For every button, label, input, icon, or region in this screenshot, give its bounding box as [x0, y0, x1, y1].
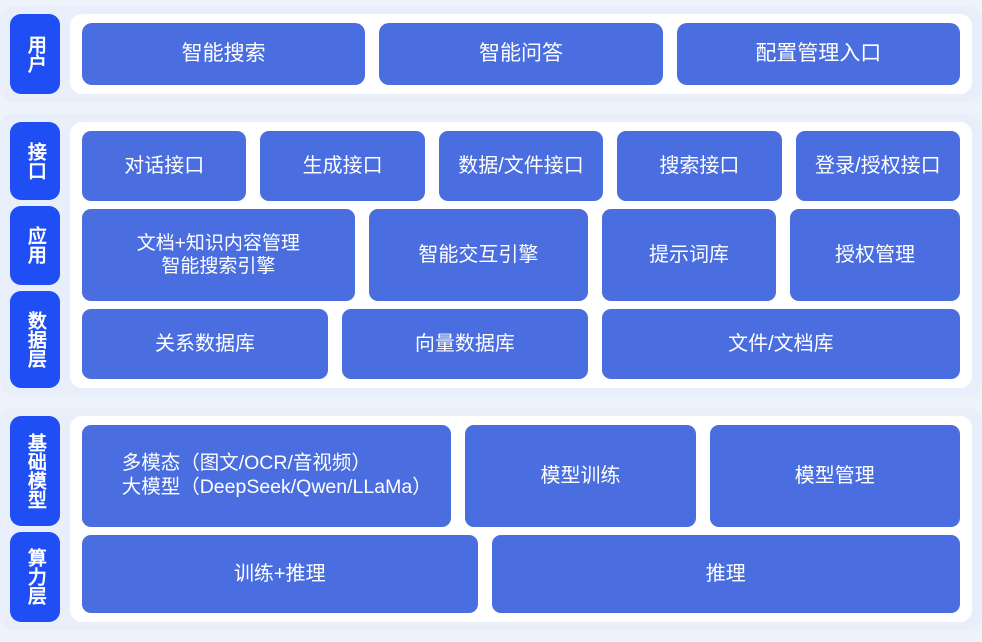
layer-tab-column-user: 用户: [10, 14, 60, 94]
box-search-api[interactable]: 搜索接口: [617, 131, 782, 202]
layer-tab-foundation-model[interactable]: 基础模型: [10, 416, 60, 526]
box-data-file-api[interactable]: 数据/文件接口: [438, 131, 604, 202]
row-foundation-model: 多模态（图文/OCR/音视频） 大模型（DeepSeek/Qwen/LLaMa）…: [82, 425, 960, 527]
layer-tab-column-platform: 接口 应用 数据层: [10, 122, 60, 388]
box-login-auth-api[interactable]: 登录/授权接口: [795, 131, 961, 202]
box-relational-database[interactable]: 关系数据库: [82, 308, 328, 379]
layer-tab-column-foundation: 基础模型 算力层: [10, 416, 60, 622]
box-inference[interactable]: 推理: [491, 534, 960, 614]
row-application: 文档+知识内容管理 智能搜索引擎 智能交互引擎 提示词库 授权管理: [82, 209, 960, 301]
box-training-inference[interactable]: 训练+推理: [82, 534, 478, 614]
layer-tab-compute[interactable]: 算力层: [10, 531, 60, 622]
section-platform: 接口 应用 数据层 对话接口 生成接口 数据/文件接口 搜索接口 登录/授权接口…: [0, 114, 982, 396]
layer-tab-user[interactable]: 用户: [10, 14, 60, 94]
box-vector-database[interactable]: 向量数据库: [341, 308, 588, 379]
box-intelligent-interaction-engine[interactable]: 智能交互引擎: [368, 209, 589, 301]
layer-tab-application[interactable]: 应用: [10, 206, 60, 285]
box-file-document-store[interactable]: 文件/文档库: [601, 308, 960, 379]
box-authorization-management[interactable]: 授权管理: [790, 209, 960, 301]
section-foundation: 基础模型 算力层 多模态（图文/OCR/音视频） 大模型（DeepSeek/Qw…: [0, 408, 982, 630]
row-data: 关系数据库 向量数据库 文件/文档库: [82, 308, 960, 379]
box-model-management[interactable]: 模型管理: [709, 425, 960, 527]
box-intelligent-search[interactable]: 智能搜索: [82, 23, 366, 85]
panel-platform: 对话接口 生成接口 数据/文件接口 搜索接口 登录/授权接口 文档+知识内容管理…: [70, 122, 972, 388]
row-compute: 训练+推理 推理: [82, 534, 960, 614]
row-interface: 对话接口 生成接口 数据/文件接口 搜索接口 登录/授权接口: [82, 131, 961, 202]
row-user-1: 智能搜索 智能问答 配置管理入口: [82, 23, 960, 85]
box-doc-knowledge-management[interactable]: 文档+知识内容管理 智能搜索引擎: [82, 209, 355, 301]
layer-tab-data[interactable]: 数据层: [10, 290, 60, 388]
box-dialog-api[interactable]: 对话接口: [82, 131, 247, 202]
box-model-training[interactable]: 模型训练: [465, 425, 696, 527]
box-generation-api[interactable]: 生成接口: [260, 131, 425, 202]
layer-tab-interface[interactable]: 接口: [10, 122, 60, 201]
panel-user: 智能搜索 智能问答 配置管理入口: [70, 14, 972, 94]
box-multimodal-large-model[interactable]: 多模态（图文/OCR/音视频） 大模型（DeepSeek/Qwen/LLaMa）: [82, 425, 452, 527]
box-config-management-entry[interactable]: 配置管理入口: [676, 23, 960, 85]
panel-foundation: 多模态（图文/OCR/音视频） 大模型（DeepSeek/Qwen/LLaMa）…: [70, 416, 972, 622]
box-intelligent-qa[interactable]: 智能问答: [379, 23, 663, 85]
section-user: 用户 智能搜索 智能问答 配置管理入口: [0, 6, 982, 102]
box-prompt-library[interactable]: 提示词库: [602, 209, 776, 301]
